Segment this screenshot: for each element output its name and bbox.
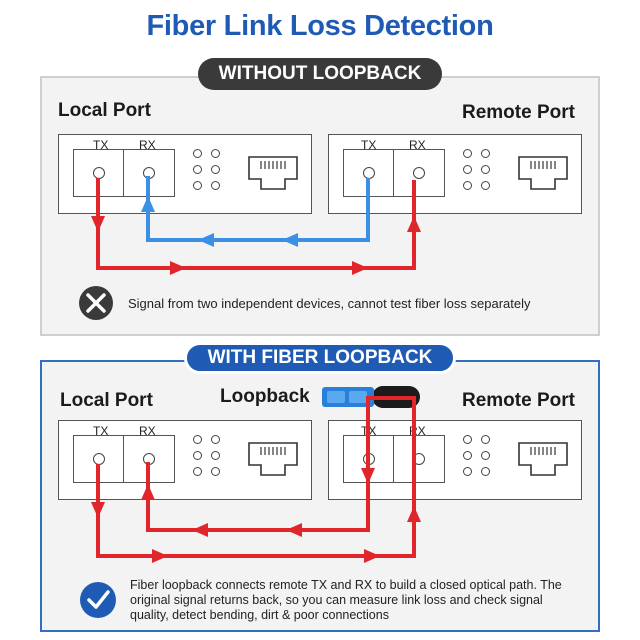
- note-line: original signal returns back, so you can…: [130, 593, 543, 607]
- rx-label: RX: [139, 424, 156, 438]
- page-title: Fiber Link Loss Detection: [146, 10, 494, 42]
- loopback-arrows: [91, 468, 421, 563]
- without-loopback-note: Signal from two independent devices, can…: [128, 296, 531, 311]
- local-port-label: Local Port: [58, 100, 151, 121]
- note-line: quality, detect bending, dirt & poor con…: [130, 608, 389, 622]
- status-leds: [193, 149, 237, 191]
- remote-device: TX RX: [328, 420, 582, 500]
- without-loopback-badge: WITHOUT LOOPBACK: [198, 58, 442, 90]
- rx-label: RX: [139, 138, 156, 152]
- rx-port: [393, 435, 445, 483]
- remote-port-label: Remote Port: [462, 102, 575, 123]
- check-icon: [80, 582, 116, 618]
- red-arrows: [91, 216, 421, 275]
- tx-port: [343, 149, 395, 197]
- with-loopback-note: Fiber loopback connects remote TX and RX…: [130, 578, 562, 623]
- loopback-label: Loopback: [220, 386, 310, 407]
- status-leds: [463, 435, 507, 477]
- tx-label: TX: [93, 424, 109, 438]
- ethernet-port-icon: [518, 156, 568, 190]
- note-line: Fiber loopback connects remote TX and RX…: [130, 578, 562, 592]
- with-loopback-badge: WITH FIBER LOOPBACK: [184, 342, 456, 374]
- ethernet-port-icon: [248, 156, 298, 190]
- local-device: TX RX: [58, 420, 312, 500]
- blue-arrows: [141, 196, 298, 247]
- x-icon: [79, 286, 113, 320]
- status-leds: [463, 149, 507, 191]
- remote-device: TX RX: [328, 134, 582, 214]
- rx-label: RX: [409, 138, 426, 152]
- tx-label: TX: [93, 138, 109, 152]
- local-port-label: Local Port: [60, 390, 153, 411]
- remote-port-label: Remote Port: [462, 390, 575, 411]
- tx-label: TX: [361, 138, 377, 152]
- ethernet-port-icon: [248, 442, 298, 476]
- ethernet-port-icon: [518, 442, 568, 476]
- status-leds: [193, 435, 237, 477]
- loopback-signal-path: [96, 396, 416, 558]
- blue-signal-path: [146, 176, 370, 242]
- rx-port: [393, 149, 445, 197]
